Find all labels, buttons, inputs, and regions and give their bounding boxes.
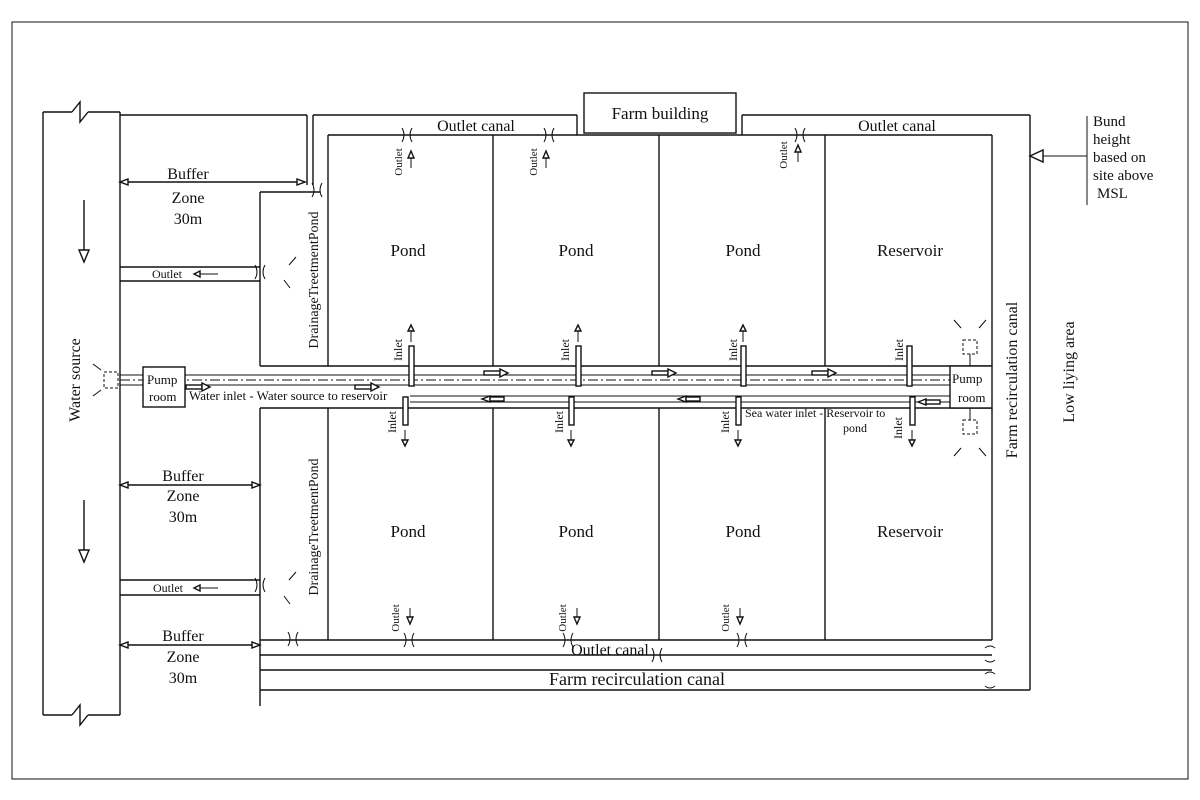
page-frame [11, 21, 1189, 780]
outlet-gates-top: Outlet Outlet Outlet [393, 141, 803, 176]
drainage-flow-icon [283, 256, 297, 605]
sea-water-inlet-label-end: pond [843, 421, 867, 435]
pump-room-left: Pump room [92, 363, 186, 408]
distance-label-middle: 30m [169, 509, 198, 526]
flow-arrow-icon [185, 381, 212, 393]
water-source-label: Water source [67, 338, 84, 422]
pond-label: Pond [559, 241, 594, 260]
outlet-gate-label: Outlet [528, 148, 540, 176]
distance-label-bottom: 30m [169, 670, 198, 687]
low-lying-area-label: Low liying area [1061, 321, 1078, 422]
inlet-label: Inlet [558, 338, 572, 361]
zone-label-bottom: Zone [167, 649, 200, 666]
sea-water-inlet-line: Sea water inlet - Reservoir to pond [410, 394, 950, 435]
flow-arrow-icon [811, 367, 838, 379]
outlet-canal-label-right: Outlet canal [858, 118, 936, 135]
pump-room-label-line-1: Pump [952, 371, 982, 386]
pump-room-right: Pump room [949, 319, 993, 457]
pond-label: Pond [391, 522, 426, 541]
reservoir-label: Reservoir [877, 241, 943, 260]
bund-note-line-2: height [1093, 132, 1131, 148]
outlet-gate-label: Outlet [393, 148, 405, 176]
buffer-label-bottom: Buffer [162, 628, 204, 645]
flow-arrow-icon [483, 367, 510, 379]
bund-note-line-3: based on [1093, 150, 1146, 166]
inlet-label: Inlet [718, 410, 732, 433]
drainage-pond-label-bottom: DrainageTreetmentPond [307, 458, 322, 595]
bund-note: Bund height based on site above MSL [1028, 114, 1154, 205]
outlet-gates-bottom: Outlet Outlet Outlet [390, 604, 745, 632]
farm-recirculation-canal-label-right: Farm recirculation canal [1004, 301, 1021, 458]
water-inlet-label: Water inlet - Water source to reservoir [189, 388, 388, 403]
pump-room-label-line-2: room [149, 389, 176, 404]
water-inlet-line: Water inlet - Water source to reservoir [120, 367, 950, 403]
pump-room-label-line-1: Pump [147, 372, 177, 387]
pond-label: Pond [559, 522, 594, 541]
flow-arrow-icon [77, 500, 91, 564]
outlet-gate-label: Outlet [778, 141, 790, 169]
pump-room-label-line-2: room [958, 390, 985, 405]
inlet-pipes: Inlet Inlet Inlet Inlet Inlet Inlet Inle… [385, 323, 917, 448]
flow-arrow-icon [480, 394, 505, 404]
outlet-gate-label: Outlet [557, 604, 569, 632]
zone-label-middle: Zone [167, 488, 200, 505]
inlet-label: Inlet [726, 338, 740, 361]
pond-label: Pond [726, 241, 761, 260]
farm-building-label: Farm building [612, 104, 709, 123]
farm-boundary [259, 114, 1031, 706]
pond-label: Pond [391, 241, 426, 260]
sea-water-inlet-label: Sea water inlet - Reservoir to [745, 406, 885, 420]
buffer-label-middle: Buffer [162, 468, 204, 485]
flow-arrow-icon [77, 200, 91, 264]
drainage-pond-label-top: DrainageTreetmentPond [307, 211, 322, 348]
flow-arrow-icon [916, 397, 941, 407]
bund-note-line-4: site above [1093, 168, 1154, 184]
buffer-label-top: Buffer [167, 166, 209, 183]
flow-arrow-icon [651, 367, 678, 379]
inlet-label: Inlet [552, 410, 566, 433]
outlet-label-upper: Outlet [152, 267, 183, 281]
zone-label-top: Zone [172, 190, 205, 207]
inlet-label: Inlet [892, 338, 906, 361]
gate-symbols [254, 127, 996, 689]
buffer-zones: Buffer Zone 30m Buffer Zone 30m Buffer Z… [118, 114, 308, 687]
inlet-label: Inlet [385, 410, 399, 433]
inlet-label: Inlet [891, 416, 905, 439]
outlet-canal-label-bottom: Outlet canal [571, 642, 649, 659]
flow-arrow-icon [676, 394, 701, 404]
farm-building: Farm building [583, 92, 737, 134]
outlet-label-lower: Outlet [153, 581, 184, 595]
flow-arrow-icon [354, 381, 381, 393]
water-source: Water source [42, 100, 121, 727]
farm-recirculation-canal-label-bottom: Farm recirculation canal [549, 669, 725, 689]
bund-note-line-1: Bund [1093, 114, 1126, 130]
distance-label-top: 30m [174, 211, 203, 228]
inlet-label: Inlet [391, 338, 405, 361]
reservoir-label: Reservoir [877, 522, 943, 541]
bund-note-line-5: MSL [1097, 186, 1128, 202]
outlet-gate-label: Outlet [390, 604, 402, 632]
outlet-canal-label-left: Outlet canal [437, 118, 515, 135]
outlet-gate-label: Outlet [720, 604, 732, 632]
pond-label: Pond [726, 522, 761, 541]
